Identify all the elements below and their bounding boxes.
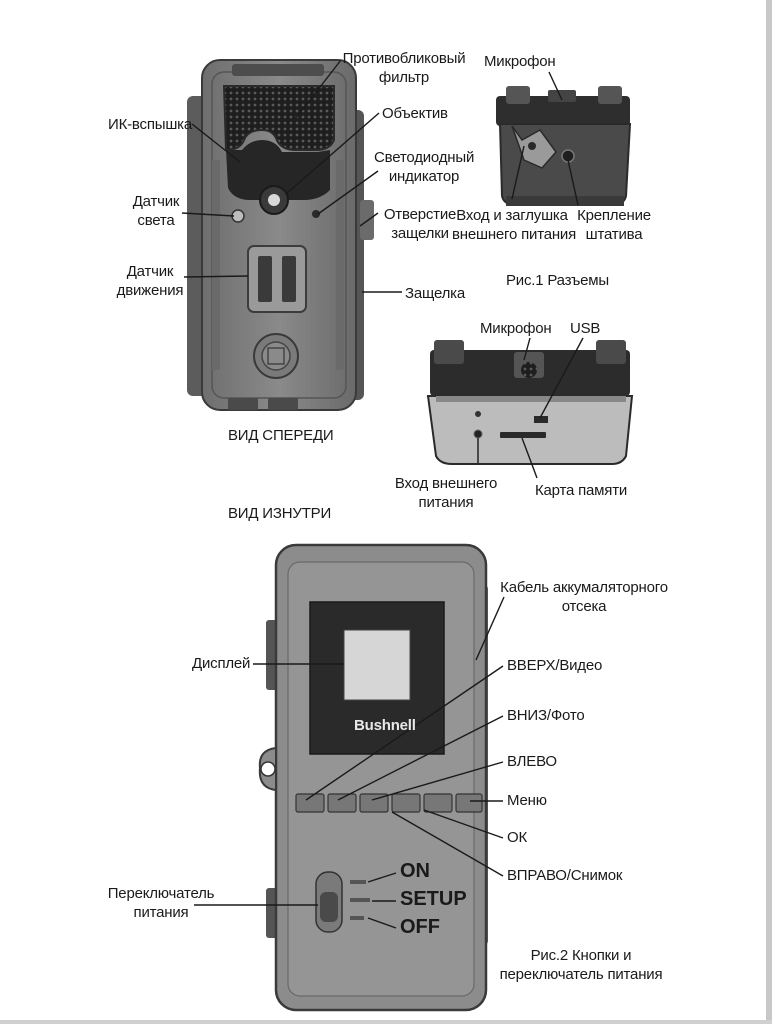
brand-logo: Bushnell bbox=[354, 717, 416, 734]
camera-front-illustration bbox=[187, 59, 374, 411]
label-menu: Меню bbox=[507, 792, 547, 809]
camera-inside-illustration bbox=[426, 340, 634, 465]
label-memory-card: Карта памяти bbox=[535, 482, 628, 499]
page-edge-shadow bbox=[766, 0, 772, 1024]
label-ir-flash: ИК-вспышка bbox=[108, 116, 192, 133]
leader-lines bbox=[181, 59, 584, 929]
page-bottom-edge bbox=[0, 1020, 772, 1024]
camera-connectors-illustration bbox=[496, 86, 632, 206]
label-microphone-top: Микрофон bbox=[484, 53, 556, 70]
caption-front-view: ВИД СПЕРЕДИ bbox=[228, 427, 334, 444]
label-motion-sensor: Датчик движения bbox=[116, 263, 184, 299]
label-down-photo: ВНИЗ/Фото bbox=[507, 707, 585, 724]
label-battery-cable: Кабель аккумаляторного отсека bbox=[500, 579, 668, 615]
label-power-input: Вход внешнего питания bbox=[394, 475, 498, 511]
label-microphone-inside: Микрофон bbox=[480, 320, 552, 337]
label-lens: Объектив bbox=[382, 105, 448, 122]
label-tripod-mount: Крепление штатива bbox=[577, 207, 651, 243]
caption-fig1: Рис.1 Разъемы bbox=[506, 272, 610, 289]
label-power-switch: Переключатель питания bbox=[107, 885, 215, 921]
label-left: ВЛЕВО bbox=[507, 753, 557, 770]
label-power-input-plug: Вход и заглушка внешнего питания bbox=[452, 207, 577, 243]
label-led-indicator: Светодиодный индикатор bbox=[374, 149, 475, 185]
label-usb: USB bbox=[570, 320, 601, 337]
label-antiglare-filter: Противобликовый фильтр bbox=[342, 50, 466, 86]
label-latch: Защелка bbox=[405, 285, 466, 302]
label-light-sensor: Датчик света bbox=[132, 193, 180, 229]
caption-inside-view: ВИД ИЗНУТРИ bbox=[228, 505, 332, 522]
label-ok: ОК bbox=[507, 829, 528, 846]
caption-fig2: Рис.2 Кнопки и переключатель питания bbox=[499, 947, 663, 983]
label-up-video: ВВЕРХ/Видео bbox=[507, 657, 603, 674]
label-right-snap: ВПРАВО/Снимок bbox=[507, 867, 623, 884]
camera-rear-illustration bbox=[258, 543, 488, 1012]
label-display: Дисплей bbox=[192, 655, 251, 672]
switch-position-setup: SETUP bbox=[400, 888, 467, 910]
label-latch-hole: Отверстие защелки bbox=[383, 206, 457, 242]
switch-position-off: OFF bbox=[400, 916, 440, 938]
switch-position-on: ON bbox=[400, 860, 430, 882]
